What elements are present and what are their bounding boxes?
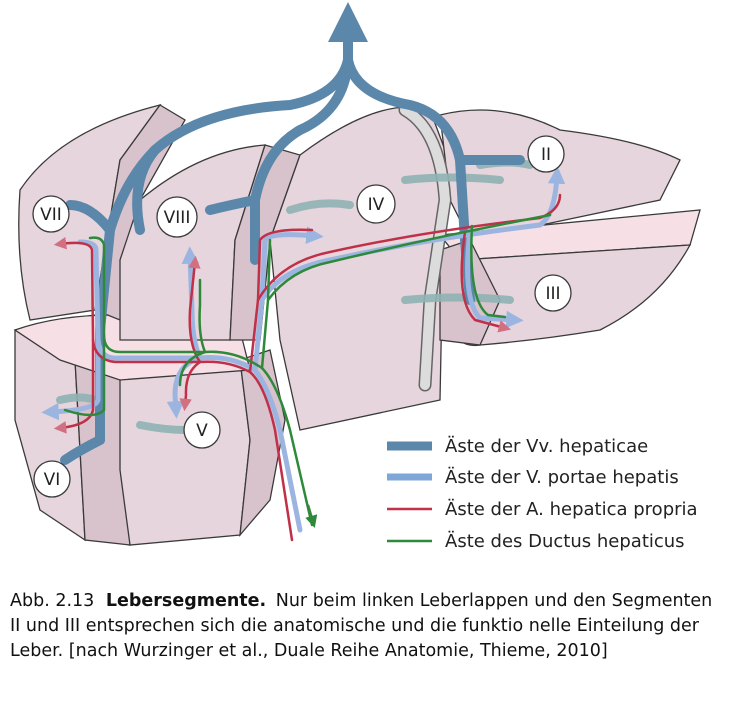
svg-text:VIII: VIII: [164, 208, 191, 228]
segment-label-vii: VII: [32, 195, 70, 233]
svg-text:Äste der V. portae hepatis: Äste der V. portae hepatis: [445, 467, 679, 488]
figure-caption: Abb. 2.13 Lebersegmente. Nur beim linken…: [10, 589, 722, 664]
gallbladder-duct: [398, 103, 452, 392]
svg-text:IV: IV: [368, 195, 385, 215]
legend-item-a-hepatica: Äste der A. hepatica propria: [387, 499, 698, 520]
segment-label-v: V: [183, 411, 221, 449]
caption-title: Lebersegmente.: [105, 591, 267, 611]
legend-item-ductus: Äste des Ductus hepaticus: [387, 531, 685, 552]
caption-number: Abb. 2.13: [10, 591, 95, 611]
hepatic-vein-hidden-branches: [56, 158, 534, 434]
svg-text:II: II: [541, 145, 551, 165]
svg-text:VI: VI: [44, 470, 61, 490]
svg-text:V: V: [196, 421, 208, 441]
segment-label-viii: VIII: [156, 196, 198, 238]
svg-text:III: III: [545, 284, 560, 304]
a-hepatica-tree: [53, 193, 562, 542]
legend: Äste der Vv. hepaticae Äste der V. porta…: [387, 436, 698, 552]
segment-label-vi: VI: [33, 460, 71, 498]
caption-text: Nur beim linken Leberlappen und den Segm…: [10, 591, 713, 661]
legend-item-v-portae: Äste der V. portae hepatis: [387, 467, 679, 488]
liver-segments-diagram: II III IV V VI VII VIII Äste: [13, 2, 701, 552]
ductus-arrow: [305, 504, 318, 528]
ductus-hepaticus-tree: [63, 213, 552, 527]
svg-text:Äste des Ductus hepaticus: Äste des Ductus hepaticus: [445, 531, 685, 552]
segment-label-iv: IV: [356, 184, 396, 224]
svg-text:VII: VII: [40, 205, 62, 225]
segment-label-iii: III: [534, 274, 572, 312]
vv-hepaticae-tree: [60, 15, 525, 465]
legend-item-vv-hepaticae: Äste der Vv. hepaticae: [387, 436, 648, 457]
svg-text:Äste der A. hepatica propria: Äste der A. hepatica propria: [445, 499, 698, 520]
segment-label-ii: II: [527, 135, 565, 173]
segment-labels: II III IV V VI VII VIII: [32, 135, 572, 498]
svg-text:Äste der Vv. hepaticae: Äste der Vv. hepaticae: [445, 436, 648, 457]
